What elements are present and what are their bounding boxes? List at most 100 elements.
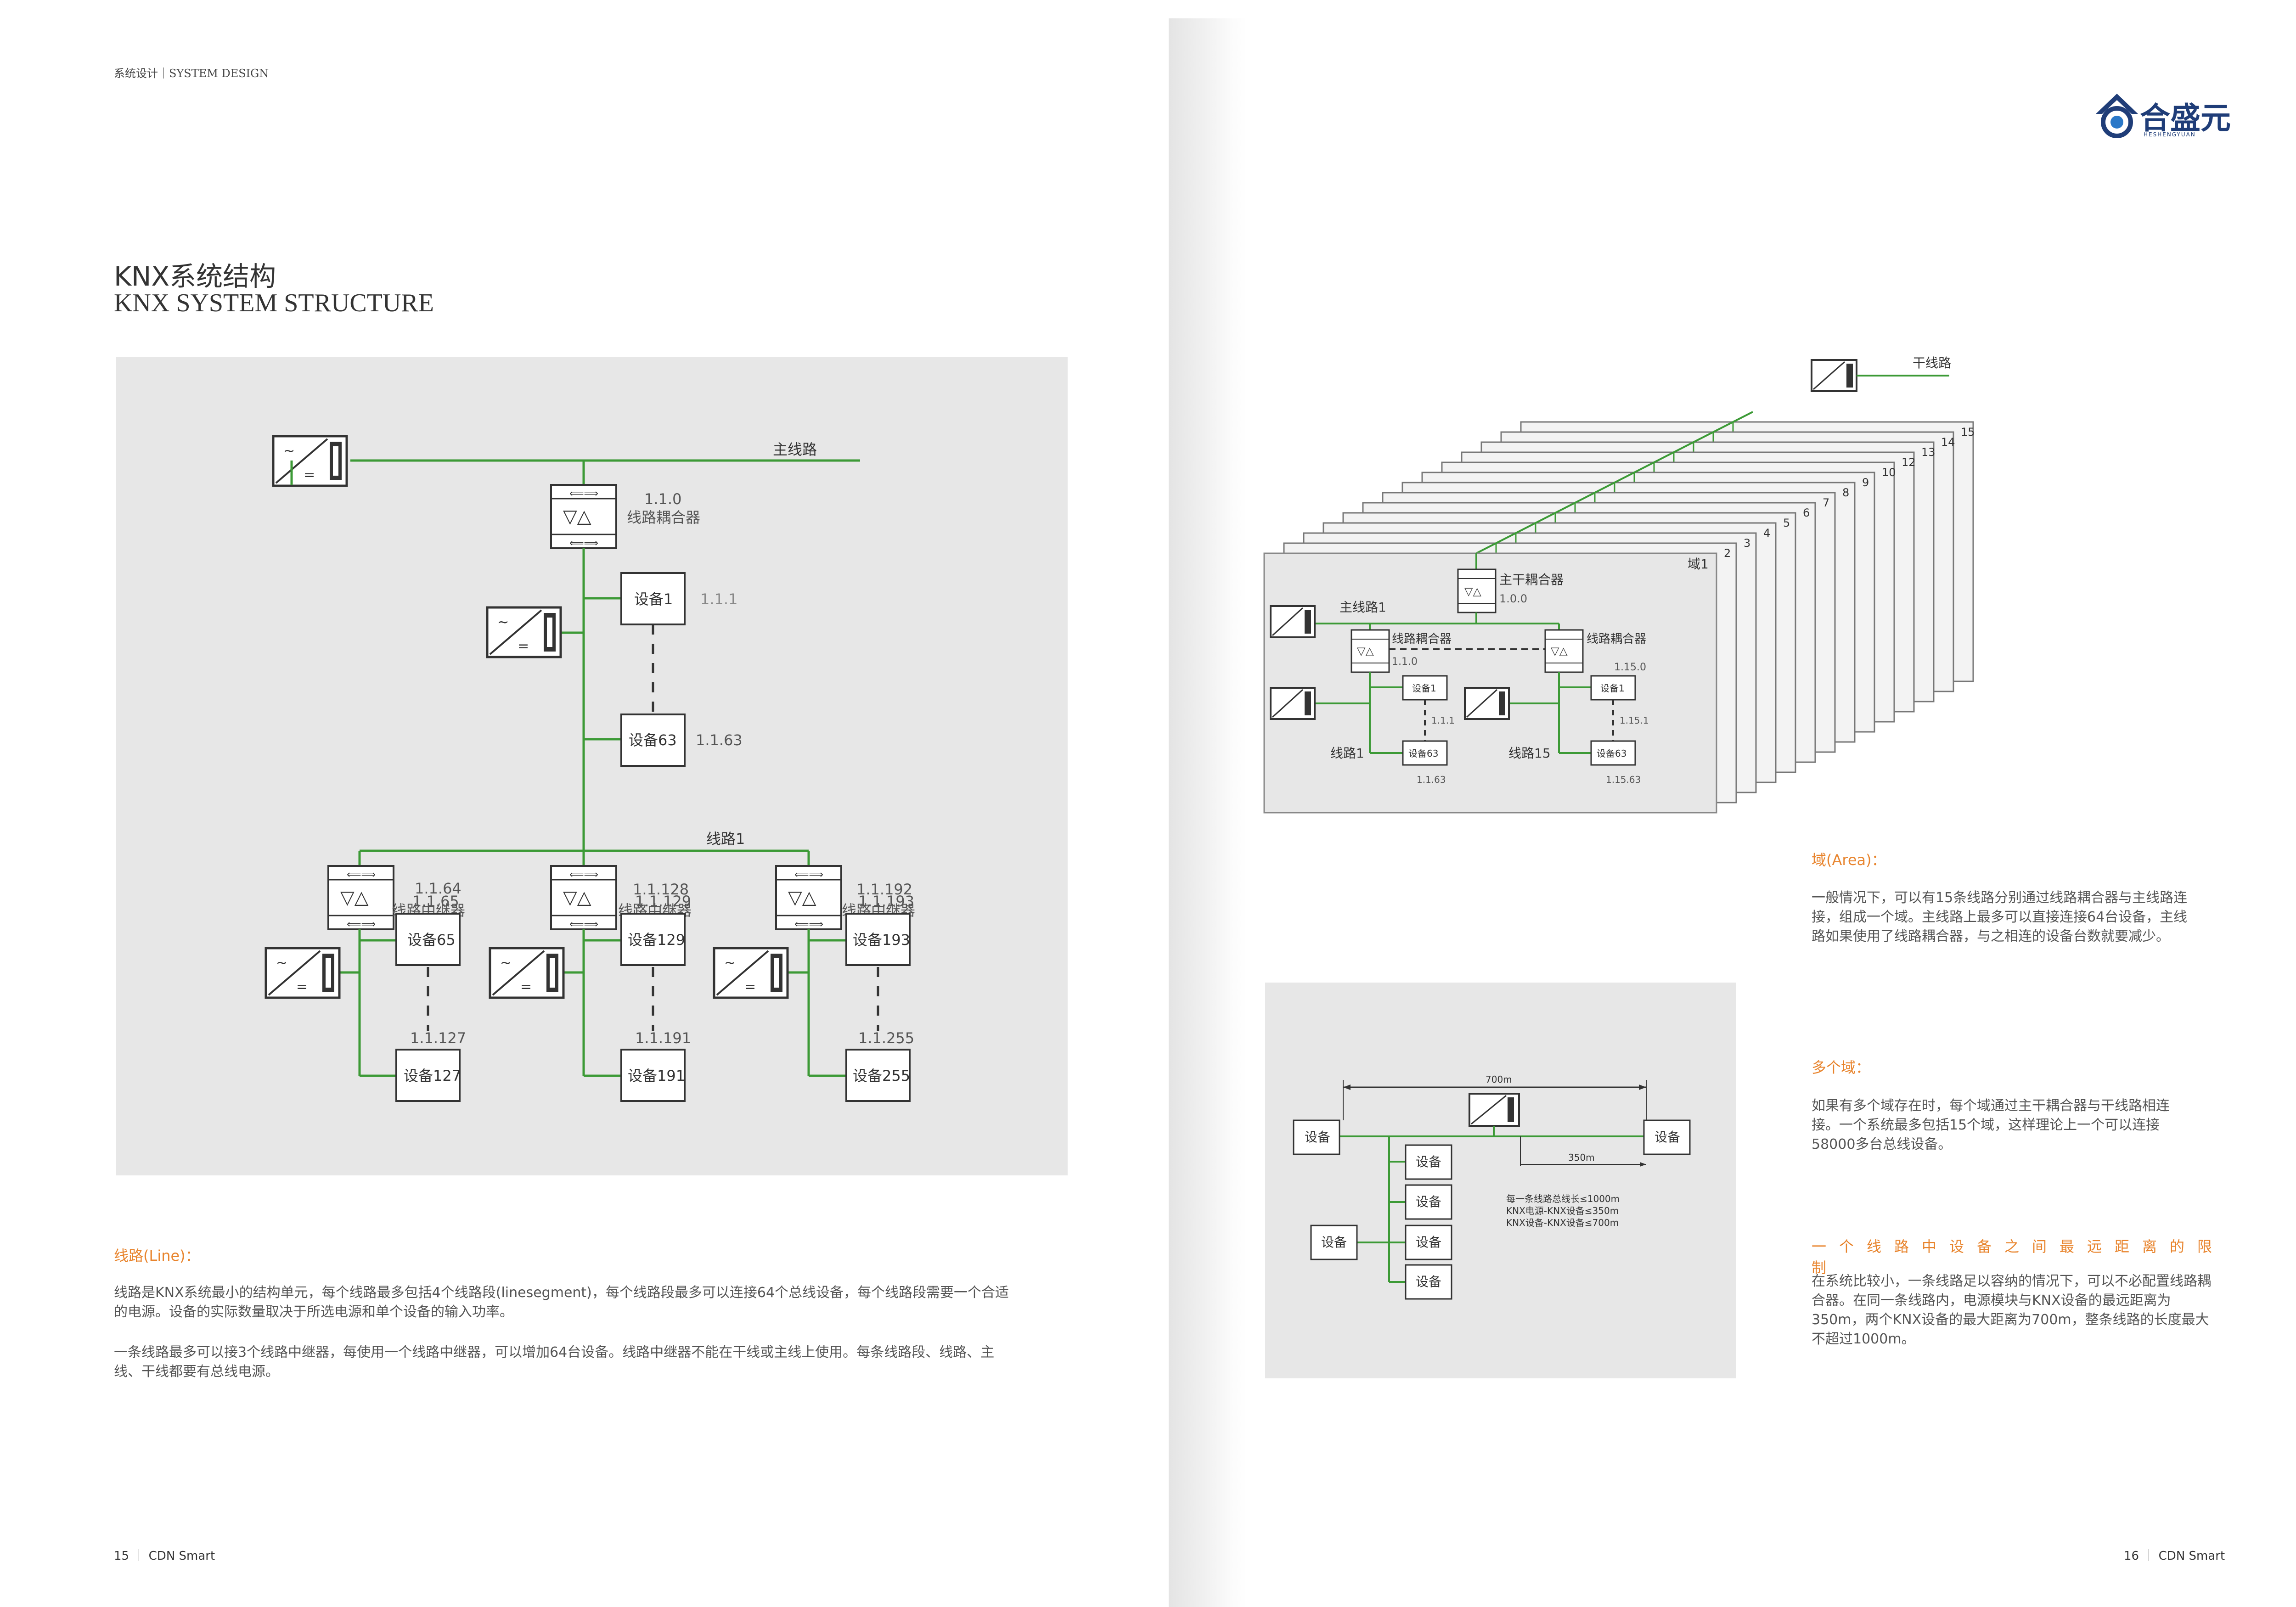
device-address: 1.1.255 (858, 1029, 914, 1047)
limit-note-3: KNX设备-KNX设备≤700m (1506, 1217, 1619, 1228)
device-address: 1.15.63 (1606, 774, 1641, 785)
area-number: 13 (1921, 446, 1936, 459)
device-box (1590, 740, 1636, 766)
main-coupler-icon: ▽△ (1457, 568, 1497, 613)
line-section-paragraph-2: 一条线路最多可以接3个线路中继器，每使用一个线路中继器，可以增加64台设备。线路… (114, 1344, 995, 1380)
footer-right: 16 ｜ CDN Smart (2124, 1546, 2225, 1563)
device-box (1405, 1184, 1452, 1220)
device-label: 设备63 (629, 731, 677, 749)
dimension-700m: 700m (1486, 1074, 1512, 1085)
area-number: 7 (1823, 496, 1829, 509)
line-coupler-left-label: 线路耦合器 (1392, 632, 1452, 646)
device-address: 1.1.1 (1431, 715, 1455, 726)
area-number: 8 (1842, 486, 1849, 499)
device-label: 设备 (1321, 1235, 1347, 1250)
device-label: 设备127 (404, 1067, 461, 1084)
device-address: 1.1.65 (412, 893, 459, 910)
power-supply-icon (490, 948, 563, 998)
area-1-label: 域1 (1688, 556, 1709, 572)
distance-limit-paragraph: 在系统比较小，一条线路足以容纳的情况下，可以不必配置线路耦合器。在同一条线路内，… (1812, 1273, 2211, 1347)
line-coupler-left-address: 1.1.0 (1392, 656, 1418, 668)
line-repeater-icon (550, 865, 617, 931)
area-number: 6 (1803, 506, 1810, 519)
line-coupler-right-label: 线路耦合器 (1587, 632, 1646, 646)
main-coupler-label: 主干耦合器 (1499, 572, 1564, 587)
device-label: 设备 (1416, 1194, 1441, 1209)
device-address: 1.1.127 (410, 1029, 466, 1047)
page-number: 15 (114, 1549, 129, 1563)
backbone-power-supply-icon (1811, 359, 1857, 392)
device-label: 设备 (1416, 1235, 1441, 1250)
footer-divider: ｜ (133, 1549, 145, 1563)
running-header: 系统设计｜SYSTEM DESIGN (114, 67, 269, 80)
device-box (1643, 1119, 1691, 1155)
line-repeater-icon (327, 865, 394, 931)
line-coupler-right-address: 1.15.0 (1614, 662, 1646, 673)
device-label: 设备63 (1408, 748, 1438, 759)
line-coupler-icon: ▽△ (1544, 629, 1584, 673)
area-number: 4 (1763, 527, 1770, 539)
page-title-en: KNX SYSTEM STRUCTURE (114, 289, 434, 317)
coupler-address: 1.1.0 (644, 490, 681, 508)
footer-brand: CDN Smart (148, 1549, 215, 1563)
multi-area-title: 多个域： (1812, 1059, 1871, 1076)
page-title-cn: KNX系统结构 (114, 261, 276, 292)
main-line-label: 主线路 (773, 441, 817, 458)
multi-area-paragraph: 如果有多个域存在时，每个域通过主干耦合器与干线路相连接。一个系统最多包括15个域… (1812, 1098, 2170, 1152)
area-number: 2 (1724, 547, 1731, 560)
power-supply-icon (714, 948, 788, 998)
device-address: 1.15.1 (1620, 715, 1649, 726)
device-label: 设备193 (853, 931, 910, 949)
power-supply-icon (1469, 1093, 1520, 1127)
repeater-address: 1.1.128 (633, 881, 689, 898)
device-box (1293, 1119, 1340, 1155)
line-coupler-icon: ▽△ (1351, 629, 1390, 673)
power-supply-icon (1464, 687, 1510, 720)
device-address: 1.1.191 (635, 1029, 691, 1047)
svg-text:▽△: ▽△ (1357, 645, 1374, 657)
line-repeater-icon (775, 865, 842, 931)
power-supply-icon (1270, 605, 1316, 638)
main-line-1-label: 主线路1 (1339, 600, 1386, 615)
line-15-label: 线路15 (1508, 746, 1551, 761)
svg-text:▽△: ▽△ (1551, 645, 1568, 657)
footer-brand: CDN Smart (2158, 1549, 2225, 1563)
footer-left: 15 ｜ CDN Smart (114, 1546, 215, 1563)
footer-divider: ｜ (2143, 1549, 2155, 1563)
device-box (1310, 1225, 1358, 1260)
backbone-line (1476, 411, 1753, 554)
line-label: 线路1 (706, 830, 745, 848)
backbone-label: 干线路 (1913, 355, 1951, 371)
device-label: 设备 (1654, 1129, 1680, 1145)
device-label: 设备 (1416, 1154, 1441, 1169)
line-1-label: 线路1 (1330, 746, 1364, 761)
device-label: 设备129 (628, 931, 685, 949)
logo-subtext: HESHENGYUAN (2144, 131, 2196, 138)
device-label: 设备 (1305, 1129, 1330, 1145)
area-section-paragraph: 一般情况下，可以有15条线路分别通过线路耦合器与主线路连接，组成一个域。主线路上… (1812, 890, 2188, 944)
power-supply-icon (266, 948, 339, 998)
area-number: 5 (1783, 517, 1790, 529)
svg-text:▽△: ▽△ (1464, 585, 1481, 598)
area-number: 9 (1862, 476, 1869, 489)
device-box (1402, 740, 1448, 766)
device-label: 设备1 (634, 590, 673, 608)
logo-text: 合盛元 (2140, 101, 2231, 136)
device-label: 设备 (1416, 1274, 1441, 1289)
repeater-address: 1.1.192 (856, 881, 912, 898)
line-structure-diagram: ~ = ⟸⟹ ⟸⟹ ▽△ 主线路 1.1.0 线路耦合器 设备1 1.1.1 设… (116, 357, 1068, 1175)
logo-house-icon (2096, 94, 2138, 138)
limit-note-1: 每一条线路总线长≤1000m (1506, 1193, 1620, 1204)
coupler-name: 线路耦合器 (627, 509, 700, 526)
device-box (1405, 1264, 1452, 1300)
line-section-title: 线路(Line)： (114, 1247, 200, 1264)
dimension-350m: 350m (1568, 1152, 1595, 1163)
device-label: 设备65 (407, 931, 456, 949)
device-label: 设备191 (628, 1067, 685, 1084)
device-label: 设备255 (853, 1067, 910, 1084)
line-section-paragraph-1: 线路是KNX系统最小的结构单元，每个线路最多包括4个线路段(linesegmen… (114, 1285, 1009, 1320)
main-coupler-address: 1.0.0 (1499, 592, 1527, 605)
device-address: 1.1.193 (858, 893, 914, 910)
distance-limit-title: 一个线路中设备之间最远距离的限制 (1812, 1238, 2225, 1276)
